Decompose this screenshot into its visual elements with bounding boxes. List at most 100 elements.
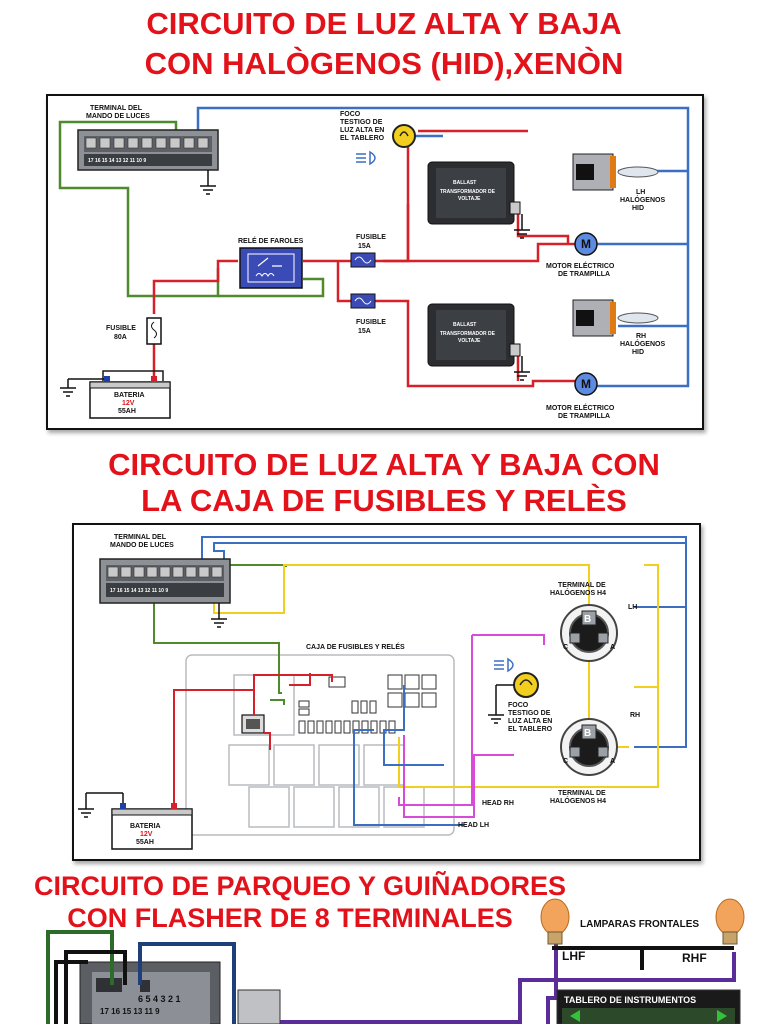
fuse-15a-top	[350, 252, 376, 268]
switch2-ground-icon	[211, 603, 227, 628]
indicator-label-4: EL TABLERO	[340, 135, 385, 142]
connector-pins-top: 6 5 4 3 2 1	[138, 994, 181, 1004]
indicator2-label-4: EL TABLERO	[508, 726, 553, 733]
lamp-lh-label-3: HID	[632, 205, 644, 212]
title-fusebox-line1: CIRCUITO DE LUZ ALTA Y BAJA CON	[108, 447, 660, 482]
motor-bottom-label-2: DE TRAMPILLA	[558, 413, 610, 420]
battery-2	[111, 803, 193, 850]
h4-bottom-pin-c: C	[563, 758, 568, 765]
high-beam-indicator-bulb-2	[513, 672, 539, 698]
fusebox-circuit-diagram: CAJA DE FUSIBLES Y RELÉS	[78, 534, 687, 850]
fusebox-circuit-panel: CAJA DE FUSIBLES Y RELÉS	[72, 523, 701, 861]
h4-bottom-pin-b: B	[584, 728, 591, 739]
motor-top-label-2: DE TRAMPILLA	[558, 271, 610, 278]
battery-1	[89, 376, 171, 419]
switch2-label-1: TERMINAL DEL	[114, 534, 167, 541]
battery2-label-1: BATERIA	[130, 823, 161, 830]
battery2-label-3: 55AH	[136, 839, 154, 846]
dashboard-label: TABLERO DE INSTRUMENTOS	[564, 995, 696, 1005]
ballast-bottom	[427, 303, 521, 367]
h4-top-label-2: HALÓGENOS H4	[550, 588, 606, 597]
title-hid-line1: CIRCUITO DE LUZ ALTA Y BAJA	[146, 6, 622, 41]
ballast-bottom-label-2: TRANSFORMADOR DE	[440, 331, 496, 337]
switch2-label-2: MANDO DE LUCES	[110, 542, 174, 549]
relay-in-box	[241, 714, 265, 734]
ballast-top-label-1: BALLAST	[453, 180, 476, 186]
h4-top-pin-a: A	[610, 644, 615, 651]
h4-bottom-label-2: HALÓGENOS H4	[550, 796, 606, 805]
battery2-ground-icon	[78, 792, 124, 818]
fuse-top-label-1: FUSIBLE	[356, 234, 386, 241]
flasher-relay	[237, 989, 281, 1024]
fuse-main-label-2: 80A	[114, 334, 127, 341]
head-rh-label: HEAD RH	[482, 800, 514, 807]
fuse-15a-bottom	[350, 293, 376, 309]
rh-label: RH	[630, 712, 640, 719]
h4-terminal-top	[560, 604, 618, 662]
light-switch-connector-2: 17 16 15 14 13 12 11 10 9	[99, 558, 231, 604]
switch-label-1: TERMINAL DEL	[90, 105, 143, 112]
indicator2-label-3: LUZ ALTA EN	[508, 718, 552, 725]
battery-label-2: 12V	[122, 400, 135, 407]
battery-label-3: 55AH	[118, 408, 136, 415]
fusebox-label: CAJA DE FUSIBLES Y RELÉS	[306, 642, 405, 651]
ballast-top-ground-icon	[514, 214, 530, 239]
switch-pin-numbers: 17 16 15 14 13 12 11 10 9	[88, 158, 146, 164]
lamp-rh-label-3: HID	[632, 349, 644, 356]
battery-ground-icon	[60, 378, 104, 397]
rhf-label: RHF	[682, 951, 707, 965]
h4-top-label-1: TERMINAL DE	[558, 582, 606, 589]
motor-top-symbol: M	[581, 237, 591, 251]
indicator-label-2: TESTIGO DE	[340, 119, 383, 126]
title-fusebox-line2: LA CAJA DE FUSIBLES Y RELÈS	[141, 483, 627, 518]
indicator-label-1: FOCO	[340, 111, 361, 118]
ballast-top-label-2: TRANSFORMADOR DE	[440, 189, 496, 195]
hid-circuit-diagram: 17 16 15 14 13 12 11 10 9 TERMINAL DEL M…	[58, 105, 690, 420]
headlight-relay	[239, 247, 303, 289]
ballast-bottom-label-1: BALLAST	[453, 322, 476, 328]
indicator2-ground-icon	[488, 684, 514, 724]
instrument-dashboard	[556, 989, 741, 1024]
hid-lamp-rh	[572, 299, 659, 337]
head-lh-label: HEAD LH	[458, 822, 489, 829]
fuse-bottom-label-1: FUSIBLE	[356, 319, 386, 326]
h4-top-pin-c: C	[563, 644, 568, 651]
fuse-80a	[146, 317, 162, 345]
indicator-label-3: LUZ ALTA EN	[340, 127, 384, 134]
switch-label-2: MANDO DE LUCES	[86, 113, 150, 120]
flasher-connector	[79, 961, 221, 1024]
title-parking-line2: CON FLASHER DE 8 TERMINALES	[67, 903, 513, 933]
switch2-pin-numbers: 17 16 15 14 13 12 11 10 9	[110, 588, 168, 594]
ground-icon	[200, 170, 216, 195]
h4-top-pin-b: B	[584, 614, 591, 625]
motor-bottom-symbol: M	[581, 377, 591, 391]
hid-circuit-panel: 17 16 15 14 13 12 11 10 9 TERMINAL DEL M…	[46, 94, 704, 430]
front-lamps-label: LAMPARAS FRONTALES	[580, 919, 699, 930]
fuse-bottom-label-2: 15A	[358, 328, 371, 335]
connector-pins-bottom: 17 16 15 13 11 9	[100, 1007, 160, 1016]
battery-label-1: BATERIA	[114, 392, 145, 399]
ballast-top-label-3: VOLTAJE	[458, 196, 481, 202]
lh-label: LH	[628, 604, 637, 611]
fuse-top-label-2: 15A	[358, 243, 371, 250]
lhf-label: LHF	[562, 949, 585, 963]
lamp-lh-label-2: HALÓGENOS	[620, 195, 665, 204]
ballast-top	[427, 161, 521, 225]
high-beam-symbol-icon-2	[494, 657, 514, 673]
front-lamp-rhf	[715, 898, 745, 945]
lamp-rh-label-1: RH	[636, 333, 646, 340]
light-switch-connector: 17 16 15 14 13 12 11 10 9	[77, 129, 219, 171]
motor-top: M	[574, 232, 598, 256]
relay-label: RELÉ DE FAROLES	[238, 236, 304, 245]
high-beam-symbol-icon	[356, 150, 376, 166]
hid-lamp-lh	[572, 153, 659, 191]
ballast-bottom-label-3: VOLTAJE	[458, 338, 481, 344]
indicator2-label-1: FOCO	[508, 702, 529, 709]
indicator2-label-2: TESTIGO DE	[508, 710, 551, 717]
lamp-rh-label-2: HALÓGENOS	[620, 339, 665, 348]
h4-bottom-label-1: TERMINAL DE	[558, 790, 606, 797]
ballast-bottom-ground-icon	[514, 356, 530, 381]
motor-bottom: M	[574, 372, 598, 396]
motor-top-label-1: MOTOR ELÉCTRICO	[546, 261, 615, 270]
h4-bottom-pin-a: A	[610, 758, 615, 765]
